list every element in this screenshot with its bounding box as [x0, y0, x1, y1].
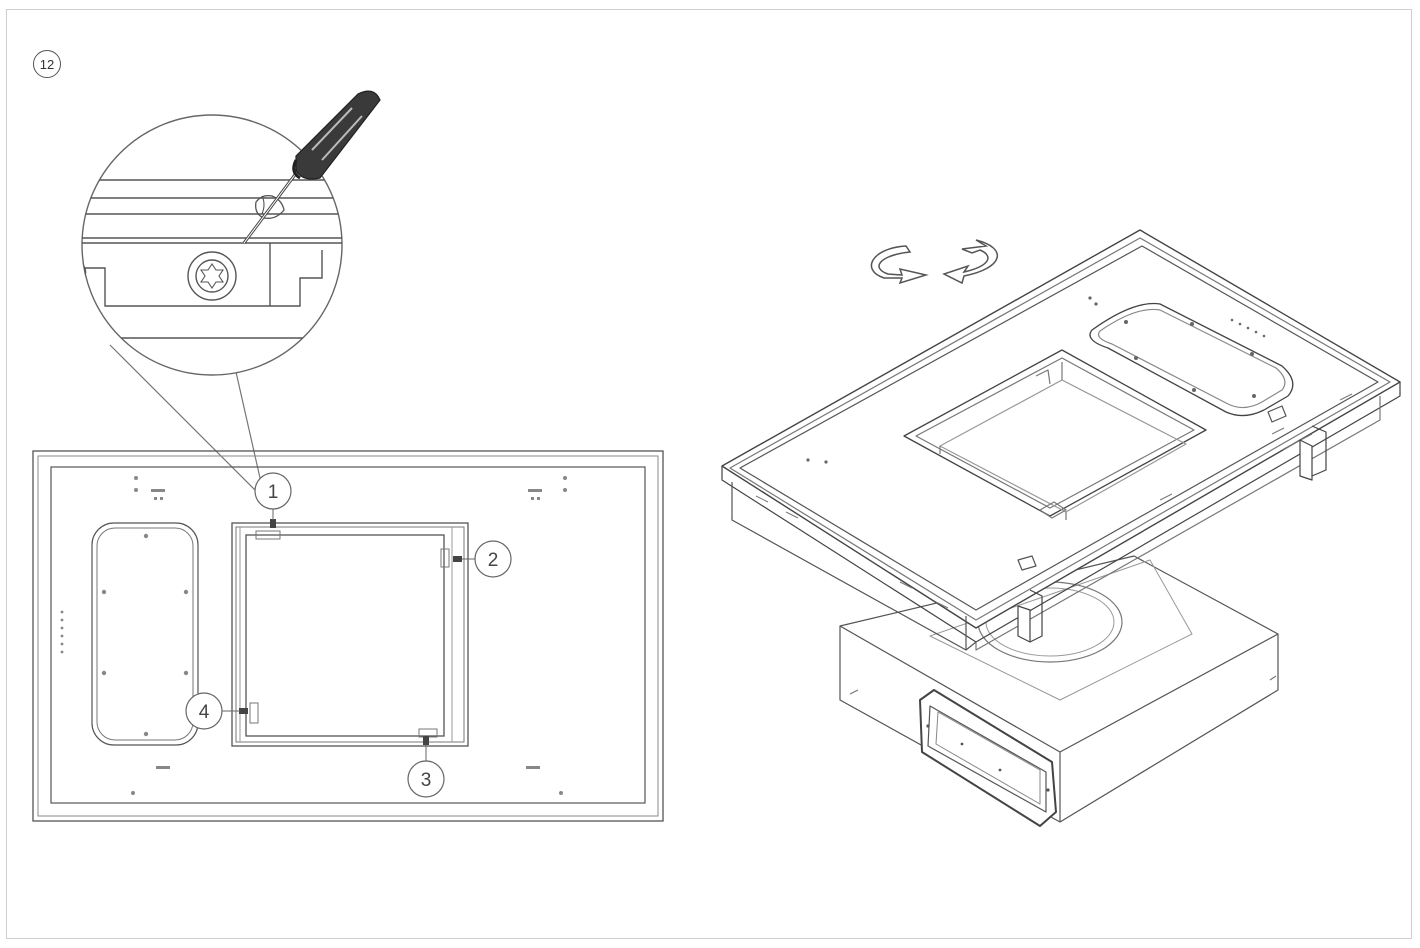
svg-text:1: 1: [268, 482, 279, 503]
rotate-arrows-icon: [870, 239, 998, 285]
callout-3: 3: [407, 760, 445, 798]
hob-isometric-view: [721, 229, 1401, 827]
svg-text:2: 2: [488, 550, 499, 571]
callout-2: 2: [474, 540, 512, 578]
step-number-badge: 12: [33, 50, 61, 78]
svg-text:4: 4: [199, 702, 210, 723]
callout-4: 4: [185, 692, 223, 730]
callout-1: 1: [254, 472, 292, 510]
screwdriver-icon: [242, 90, 381, 244]
hob-top-view: [32, 450, 664, 822]
detail-magnifier-icon: [81, 90, 381, 502]
svg-text:3: 3: [421, 770, 432, 791]
page-frame: [6, 9, 1412, 939]
